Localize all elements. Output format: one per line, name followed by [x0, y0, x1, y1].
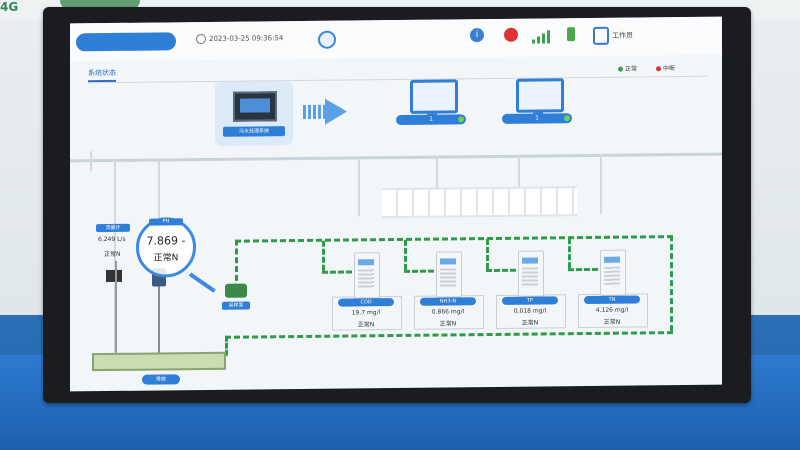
bus-drop — [358, 156, 360, 217]
pipe — [404, 239, 407, 270]
refresh-icon[interactable] — [318, 30, 336, 49]
pipe — [225, 331, 673, 339]
tank-button[interactable]: 排放 — [142, 374, 180, 385]
ph-value: 7.869 - — [146, 234, 186, 248]
client-pill[interactable]: 1 — [396, 114, 466, 125]
bus-line — [70, 152, 722, 163]
pipe — [568, 267, 598, 272]
pump-label[interactable]: 采样泵 — [222, 301, 250, 310]
analyzer-label: TP — [502, 296, 558, 305]
analyzer-tn[interactable]: TN 4.126 mg/l 正常N — [578, 249, 648, 329]
probe-status: 正常N — [104, 250, 121, 259]
wall-logo-text: 4G — [0, 0, 19, 14]
probe-value: 6.249 L/s — [98, 235, 126, 244]
clock: 2023-03-25 09:36:54 — [196, 33, 284, 45]
probe-rod — [115, 260, 117, 353]
client-pill[interactable]: 1 — [502, 113, 572, 124]
hub-card[interactable]: 污水处理系统 — [215, 81, 293, 146]
magnifier-handle — [188, 272, 216, 293]
legend-ok: 正常 — [618, 63, 637, 73]
pipe — [322, 240, 325, 271]
ph-magnifier[interactable]: PH 7.869 - 正常N — [136, 217, 196, 278]
bus-drop — [90, 151, 92, 172]
monitor-screen: 2023-03-25 09:36:54 i 工作员 正常 中断 系统状态 污水处… — [70, 16, 722, 392]
analyzer-value: 4.126 mg/l — [595, 306, 629, 314]
wall-logo-shape — [60, 0, 140, 10]
datetime-text: 2023-03-25 09:36:54 — [209, 34, 284, 43]
analyzer-status: 正常N — [521, 319, 539, 327]
app-logo — [76, 32, 176, 52]
analyzer-status: 正常N — [357, 321, 375, 329]
analyzer-value: 0.018 mg/l — [513, 307, 547, 315]
section-title: 系统状态 — [88, 67, 116, 83]
tank — [92, 351, 226, 372]
top-bar: 2023-03-25 09:36:54 i 工作员 — [70, 16, 722, 62]
analyzer-icon — [354, 252, 380, 299]
analyzer-tp[interactable]: TP 0.018 mg/l 正常N — [496, 250, 566, 329]
pipe — [486, 268, 516, 273]
analyzer-status: 正常N — [439, 320, 457, 328]
user-name[interactable]: 工作员 — [612, 31, 633, 40]
legend-warn: 中断 — [656, 63, 675, 72]
probe-sensor-icon — [106, 269, 122, 283]
analyzer-icon — [436, 251, 462, 298]
analyzer-label: COD — [338, 298, 394, 307]
pipe — [670, 235, 673, 332]
pipe — [404, 269, 434, 273]
ph-rod — [158, 286, 160, 353]
info-icon[interactable]: i — [470, 28, 484, 43]
pipe — [235, 239, 238, 290]
pipe — [322, 270, 352, 274]
alarm-icon[interactable] — [504, 27, 518, 42]
analyzer-nh3n[interactable]: NH3-N 0.866 mg/l 正常N — [414, 251, 484, 330]
analyzer-label: NH3-N — [420, 297, 476, 306]
user-icon[interactable] — [593, 26, 609, 45]
pipe — [486, 239, 489, 270]
hub-label: 污水处理系统 — [223, 126, 285, 137]
analyzer-icon — [600, 249, 626, 296]
client-monitor-icon[interactable] — [516, 78, 564, 113]
pipe — [568, 238, 571, 269]
arrow-tail — [303, 104, 325, 119]
ph-label: PH — [149, 218, 183, 226]
clock-icon — [196, 33, 206, 45]
title-divider — [88, 75, 708, 84]
analyzer-value: 19.7 mg/l — [351, 309, 381, 317]
analyzer-status: 正常N — [603, 318, 621, 326]
ph-status: 正常N — [153, 253, 179, 264]
client-monitor-icon[interactable] — [410, 79, 458, 114]
pipe — [235, 235, 673, 243]
hub-monitor-icon — [233, 91, 277, 122]
plug-icon — [567, 27, 575, 42]
arrow-icon — [325, 98, 347, 125]
analyzer-label: TN — [584, 295, 640, 305]
analyzer-cod[interactable]: COD 19.7 mg/l 正常N — [332, 252, 402, 331]
signal-icon — [532, 27, 552, 44]
background-window — [382, 186, 577, 219]
analyzer-icon — [518, 250, 544, 297]
analyzer-value: 0.866 mg/l — [431, 308, 465, 316]
bus-drop — [600, 153, 602, 214]
probe-label[interactable]: 流量计 — [96, 223, 130, 233]
pump-icon[interactable] — [225, 283, 247, 298]
